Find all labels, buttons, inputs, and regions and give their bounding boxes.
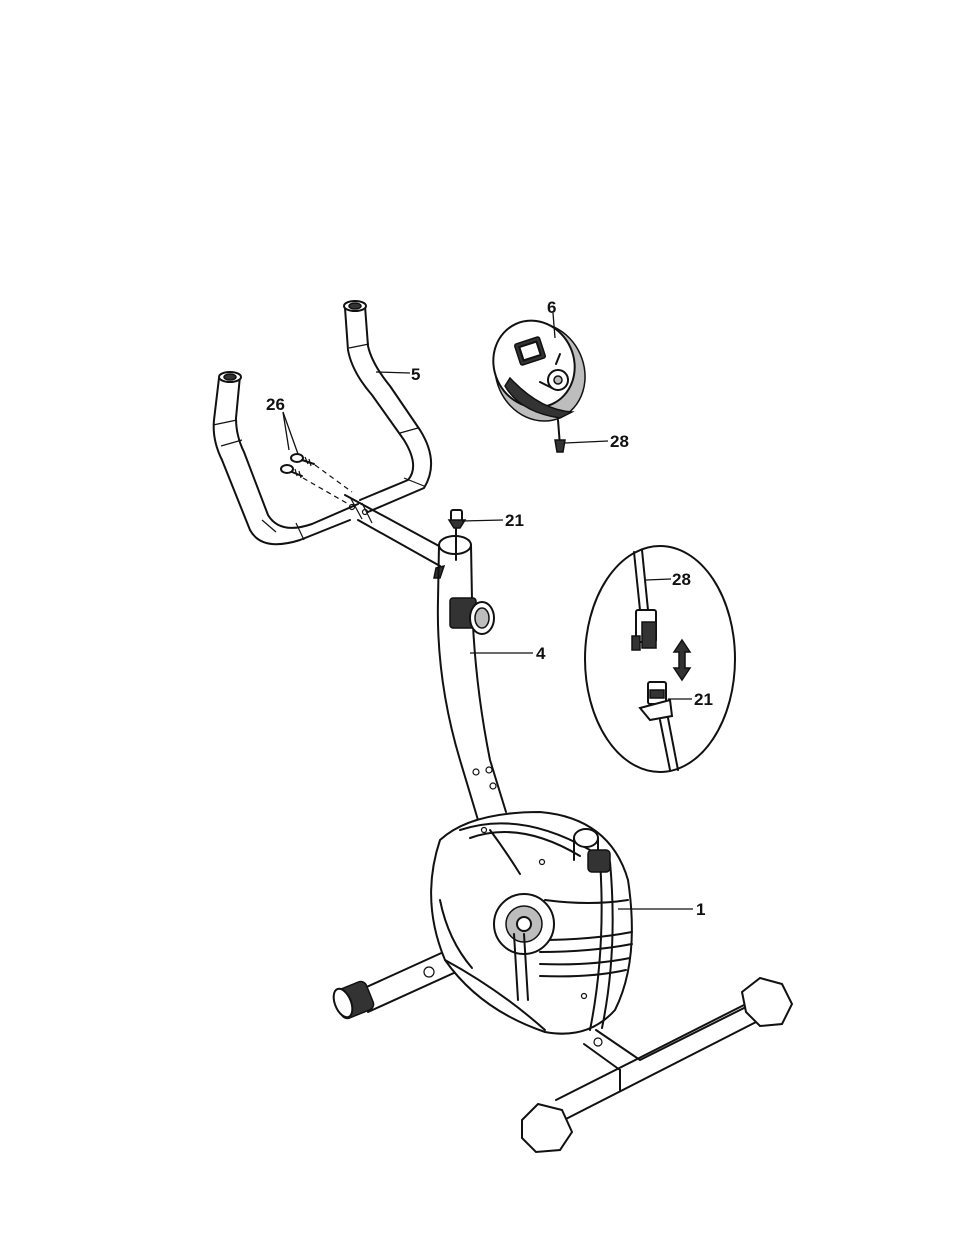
label-part-1: 1 (696, 900, 705, 919)
label-part-5: 5 (411, 365, 420, 384)
handlebar (213, 301, 450, 578)
label-part-6: 6 (547, 298, 556, 317)
main-frame (330, 812, 792, 1152)
bolts (281, 454, 352, 505)
label-inset-21: 21 (694, 690, 713, 709)
label-part-4: 4 (536, 644, 546, 663)
console (479, 308, 600, 452)
label-part-26: 26 (266, 395, 285, 414)
label-inset-28: 28 (672, 570, 691, 589)
upright-post (438, 536, 506, 820)
label-part-21: 21 (505, 511, 524, 530)
label-part-28: 28 (610, 432, 629, 451)
